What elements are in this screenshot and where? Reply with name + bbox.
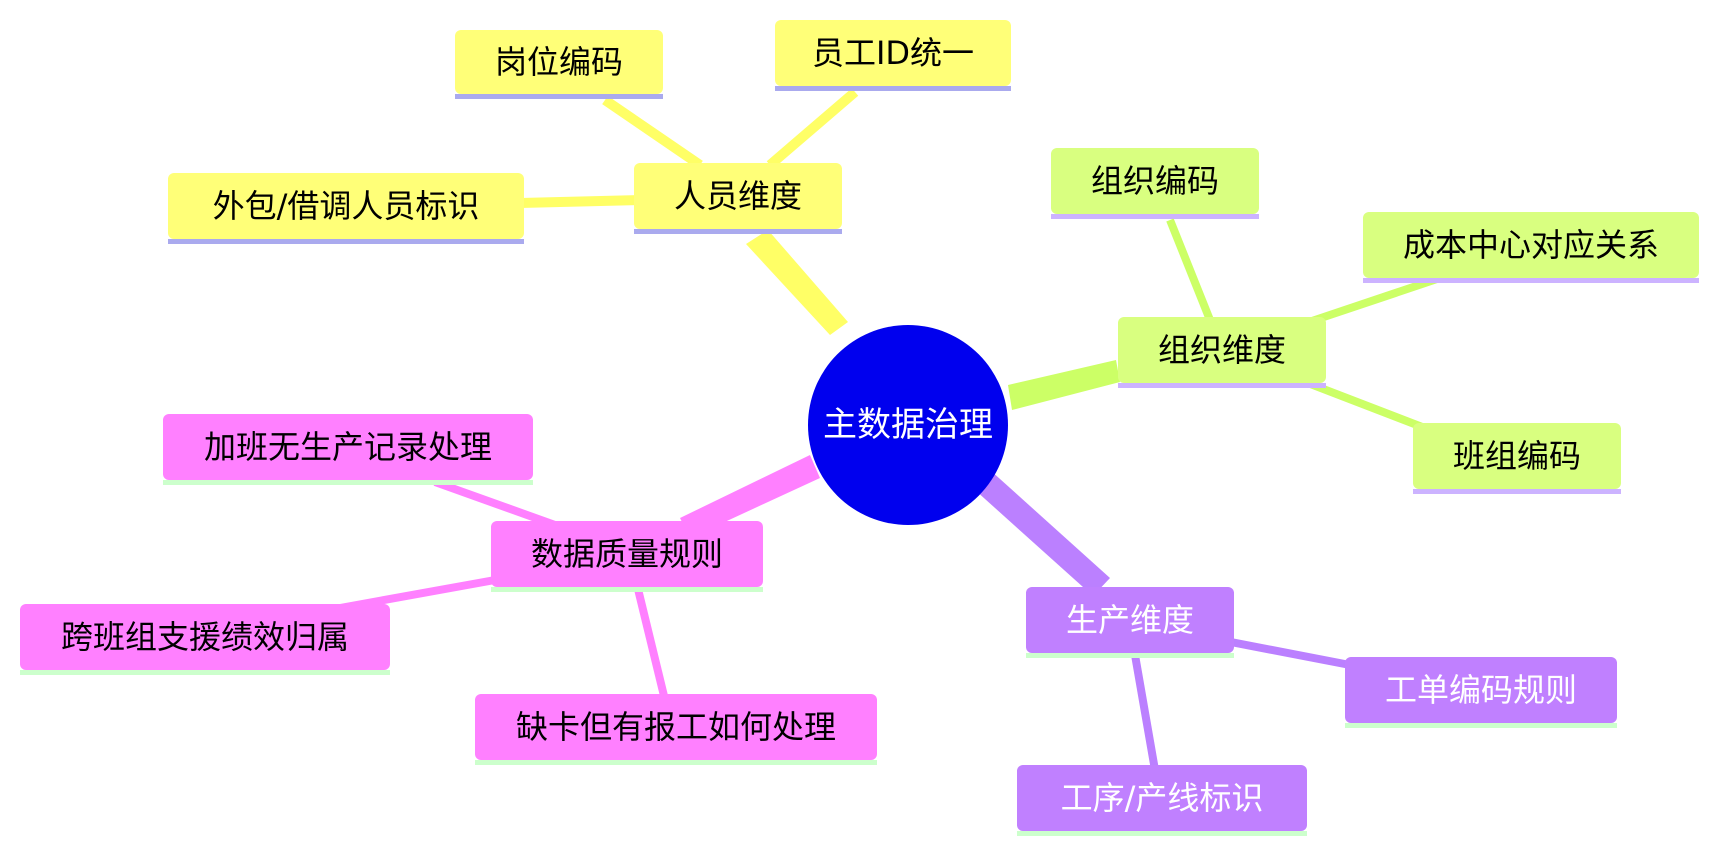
edge-org-org-code — [1166, 218, 1214, 322]
leaf-process-line-box — [1017, 765, 1307, 831]
leaf-workorder-code-box — [1345, 657, 1617, 723]
branch-org-label: 组织维度 — [1158, 331, 1286, 369]
branch-prod[interactable]: 生产维度 — [1026, 587, 1234, 658]
leaf-team-code-box — [1413, 423, 1621, 489]
branch-org-underline — [1118, 383, 1326, 388]
branch-people-label: 人员维度 — [674, 177, 802, 215]
leaf-team-code[interactable]: 班组编码 — [1413, 423, 1621, 494]
leaf-post-code-box — [455, 30, 663, 94]
leaf-org-code-box — [1051, 148, 1259, 214]
leaf-cross-team-support-box — [20, 604, 390, 670]
edge-root-people — [746, 230, 848, 335]
leaf-post-code-label: 岗位编码 — [495, 43, 623, 81]
branch-people-underline — [634, 229, 842, 234]
edge-people-post-code — [602, 95, 703, 170]
leaf-cost-center-label: 成本中心对应关系 — [1403, 226, 1659, 264]
leaf-missing-punch-box — [475, 694, 877, 760]
leaf-overtime-no-record-underline — [163, 480, 533, 485]
leaf-team-code-label: 班组编码 — [1453, 437, 1581, 475]
leaf-team-code-underline — [1413, 489, 1621, 494]
leaf-workorder-code-label: 工单编码规则 — [1385, 671, 1577, 709]
edge-root-prod — [975, 470, 1110, 596]
leaf-missing-punch-underline — [475, 760, 877, 765]
leaf-cross-team-support[interactable]: 跨班组支援绩效归属 — [20, 604, 390, 675]
branch-prod-label: 生产维度 — [1066, 601, 1194, 639]
edge-people-employee-id — [766, 88, 859, 169]
leaf-post-code[interactable]: 岗位编码 — [455, 30, 663, 99]
edge-dq-cross-team — [339, 576, 496, 612]
root-circle — [808, 325, 1008, 525]
leaf-process-line-underline — [1017, 831, 1307, 836]
leaf-employee-id-label: 员工ID统一 — [812, 34, 974, 72]
branch-people-box — [634, 163, 842, 229]
leaf-cost-center[interactable]: 成本中心对应关系 — [1363, 212, 1699, 283]
root-label: 主数据治理 — [823, 405, 993, 445]
leaf-overtime-no-record[interactable]: 加班无生产记录处理 — [163, 414, 533, 485]
leaf-org-code[interactable]: 组织编码 — [1051, 148, 1259, 219]
root-node[interactable]: 主数据治理 — [808, 325, 1008, 525]
edge-org-cost-center — [1298, 274, 1442, 329]
edge-dq-overtime — [433, 478, 557, 529]
branch-dq-box — [491, 521, 763, 587]
edge-people-outsourced — [519, 195, 641, 208]
branch-dq-underline — [491, 587, 763, 592]
leaf-overtime-no-record-box — [163, 414, 533, 480]
leaf-org-code-label: 组织编码 — [1091, 162, 1219, 200]
leaf-cross-team-support-label: 跨班组支援绩效归属 — [61, 618, 349, 656]
edge-dq-missing-punch — [633, 584, 669, 701]
branch-prod-underline — [1026, 653, 1234, 658]
branch-prod-box — [1026, 587, 1234, 653]
leaf-outsourced-marking-underline — [168, 239, 524, 244]
leaf-process-line[interactable]: 工序/产线标识 — [1017, 765, 1307, 836]
branch-org-box — [1118, 317, 1326, 383]
leaf-cost-center-box — [1363, 212, 1699, 278]
leaf-cost-center-underline — [1363, 278, 1699, 283]
branch-people[interactable]: 人员维度 — [634, 163, 842, 234]
edge-prod-process-line — [1131, 654, 1159, 771]
branch-dq[interactable]: 数据质量规则 — [491, 521, 763, 592]
leaf-missing-punch-label: 缺卡但有报工如何处理 — [516, 708, 836, 746]
edge-root-dq — [680, 455, 820, 538]
leaf-employee-id-underline — [775, 86, 1011, 91]
leaf-employee-id[interactable]: 员工ID统一 — [775, 20, 1011, 91]
leaf-workorder-code[interactable]: 工单编码规则 — [1345, 657, 1617, 728]
leaf-outsourced-marking-label: 外包/借调人员标识 — [213, 187, 480, 225]
branch-org[interactable]: 组织维度 — [1118, 317, 1326, 388]
leaf-org-code-underline — [1051, 214, 1259, 219]
leaf-cross-team-support-underline — [20, 670, 390, 675]
leaf-employee-id-box — [775, 20, 1011, 86]
edge-org-team-code — [1298, 376, 1432, 434]
leaf-missing-punch[interactable]: 缺卡但有报工如何处理 — [475, 694, 877, 765]
edge-root-org — [1008, 360, 1120, 410]
leaf-process-line-label: 工序/产线标识 — [1061, 779, 1264, 817]
leaf-workorder-code-underline — [1345, 723, 1617, 728]
branch-dq-label: 数据质量规则 — [531, 535, 723, 573]
leaf-outsourced-marking-box — [168, 173, 524, 239]
leaf-overtime-no-record-label: 加班无生产记录处理 — [204, 428, 492, 466]
leaf-outsourced-marking[interactable]: 外包/借调人员标识 — [168, 173, 524, 244]
leaf-post-code-underline — [455, 94, 663, 99]
